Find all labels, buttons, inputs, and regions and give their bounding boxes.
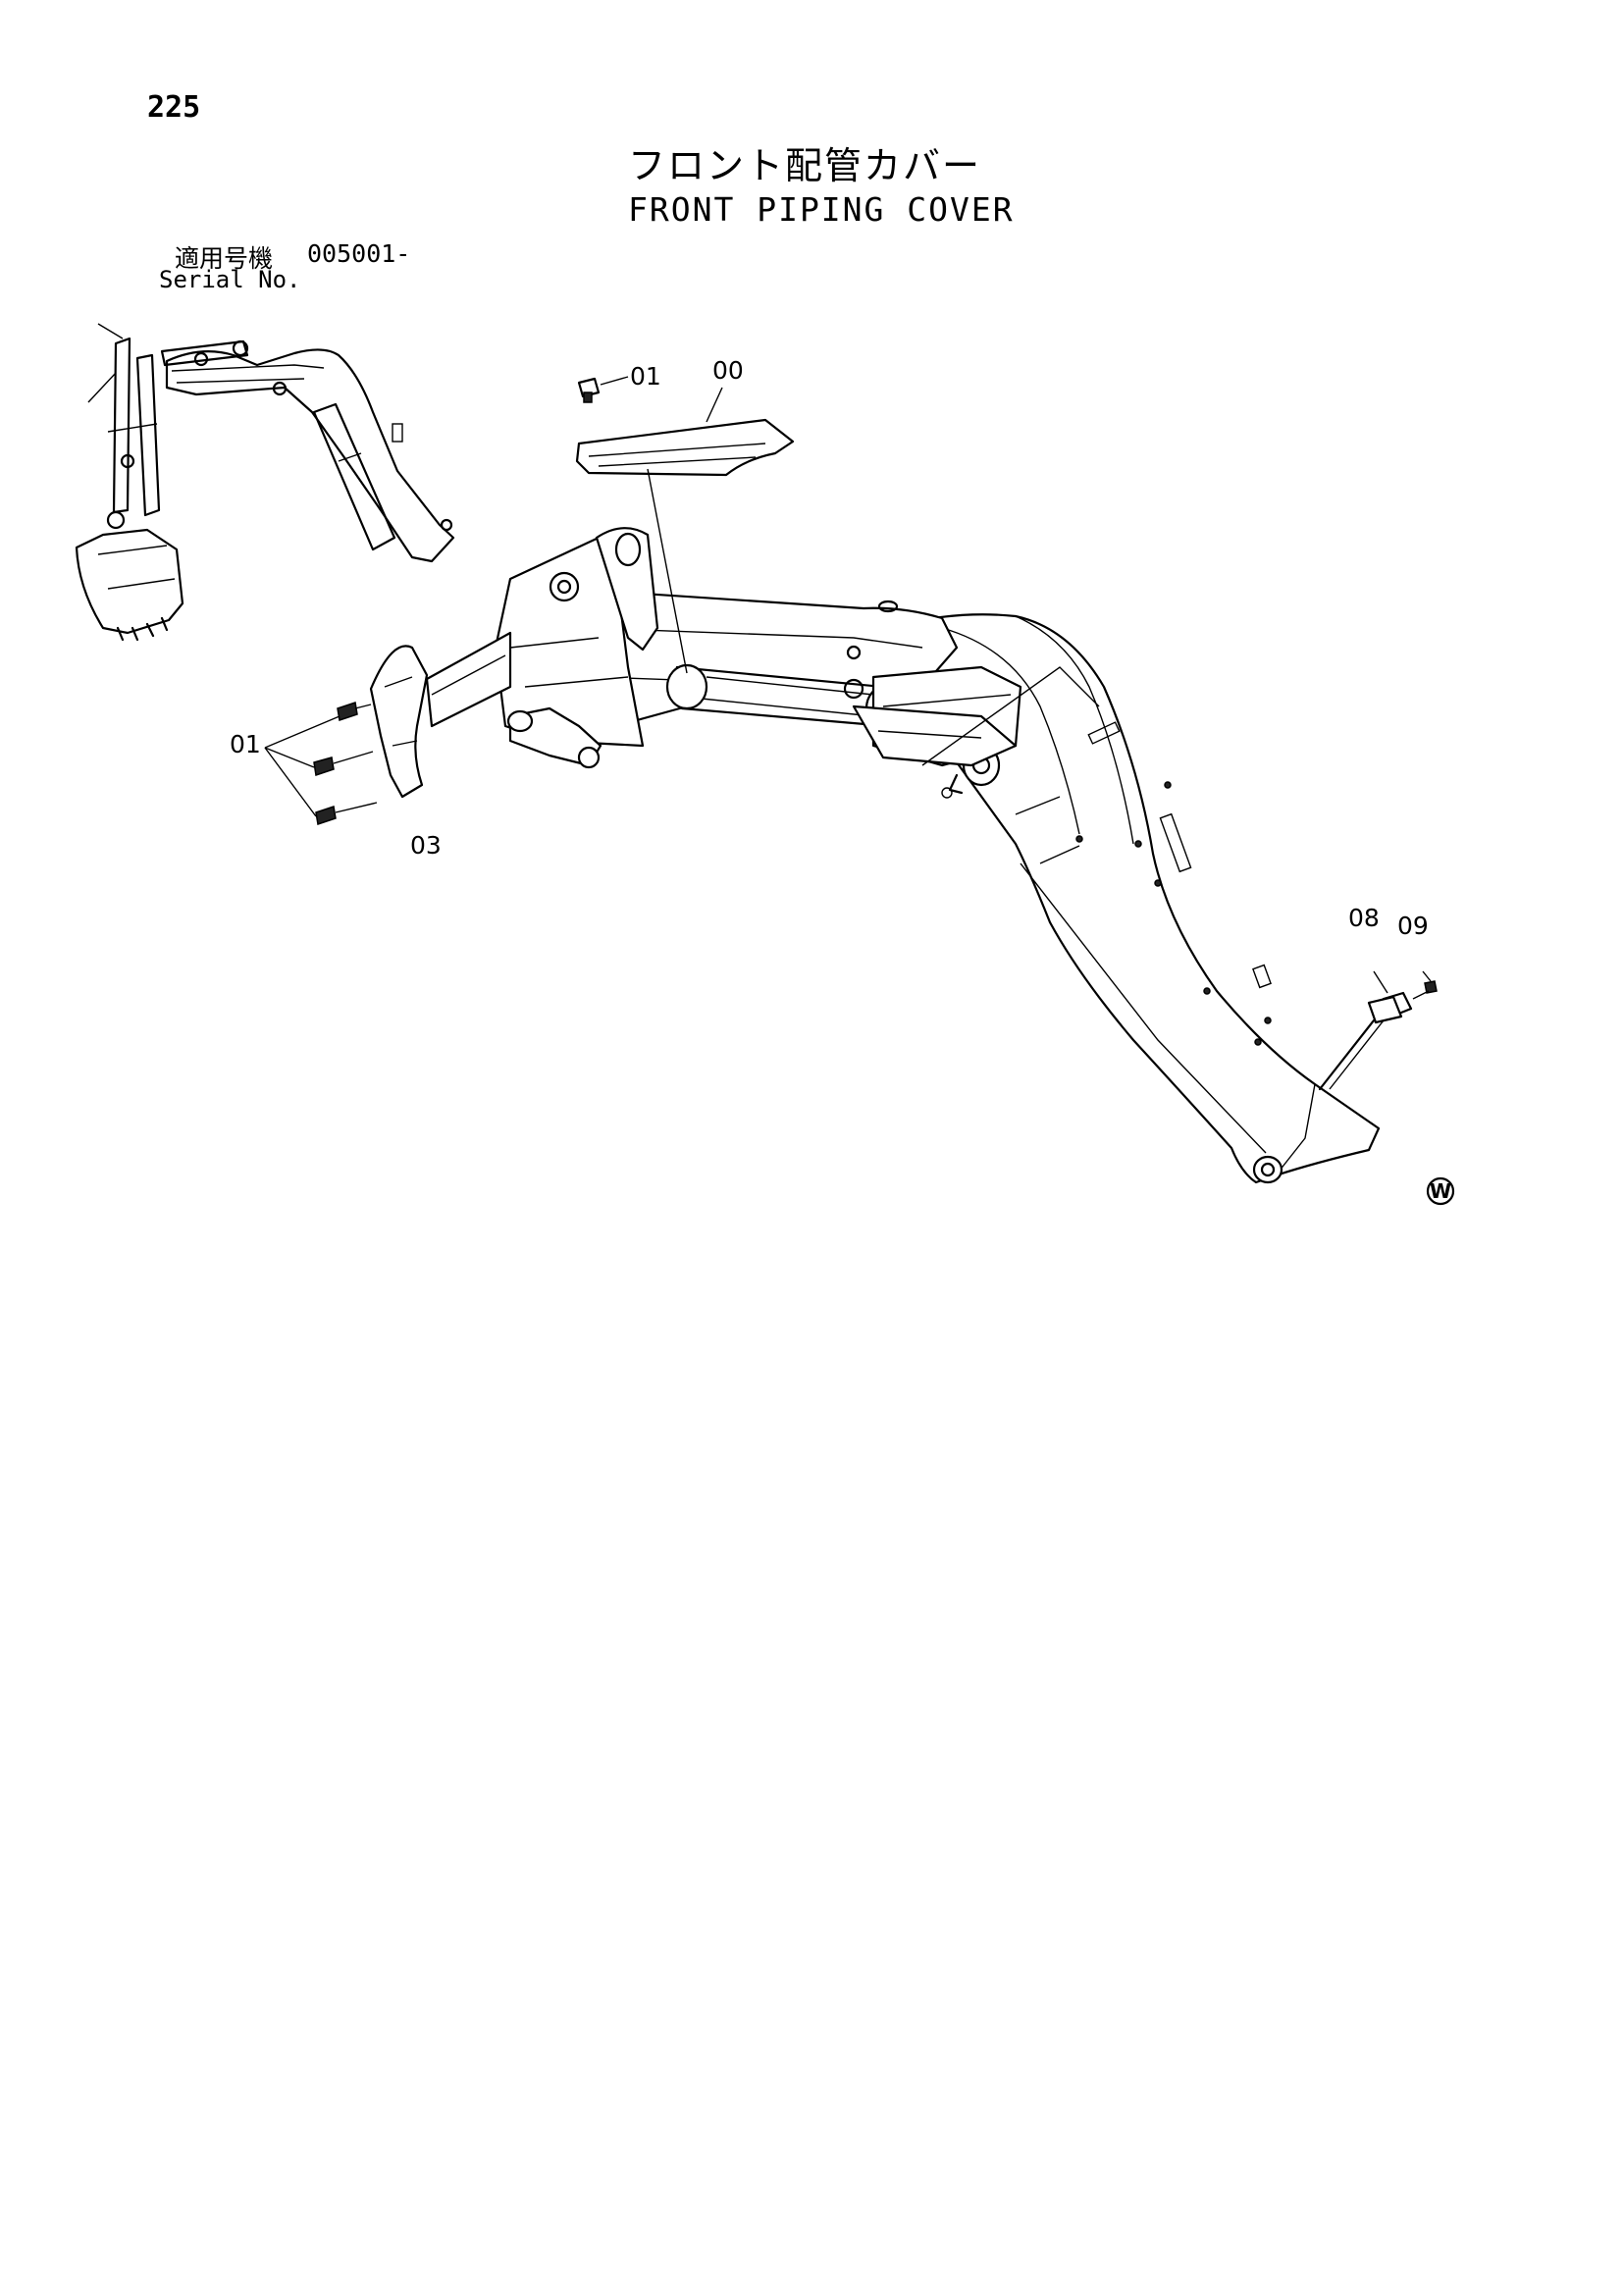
callout-01-top: 01 [630, 362, 661, 391]
mark-letter: W [1430, 1179, 1451, 1203]
page-number: 225 [147, 90, 201, 125]
serial-label-japanese: 適用号機 [175, 244, 274, 273]
part-cover-00-drawing [575, 418, 795, 674]
parts-08-09-drawing [1318, 970, 1438, 1091]
excavator-inset-drawing [75, 323, 455, 642]
serial-label-english: Serial No. [159, 266, 301, 293]
callout-03: 03 [410, 831, 442, 860]
circled-w-mark: W [1426, 1176, 1455, 1206]
title-japanese: フロント配管カバー [628, 144, 982, 187]
part-cover-03-drawing [369, 645, 429, 799]
callout-08: 08 [1348, 904, 1380, 932]
bolt-01-top-drawing [577, 376, 629, 403]
bolts-01-left-drawing [264, 702, 378, 825]
title-english: FRONT PIPING COVER [628, 190, 1015, 229]
boom-drawing [425, 527, 1381, 1184]
serial-number-value: 005001- [307, 239, 411, 268]
callout-00: 00 [712, 356, 744, 385]
callout-01-left: 01 [230, 730, 261, 758]
callout-leaders [706, 387, 723, 423]
callout-09: 09 [1397, 912, 1429, 940]
